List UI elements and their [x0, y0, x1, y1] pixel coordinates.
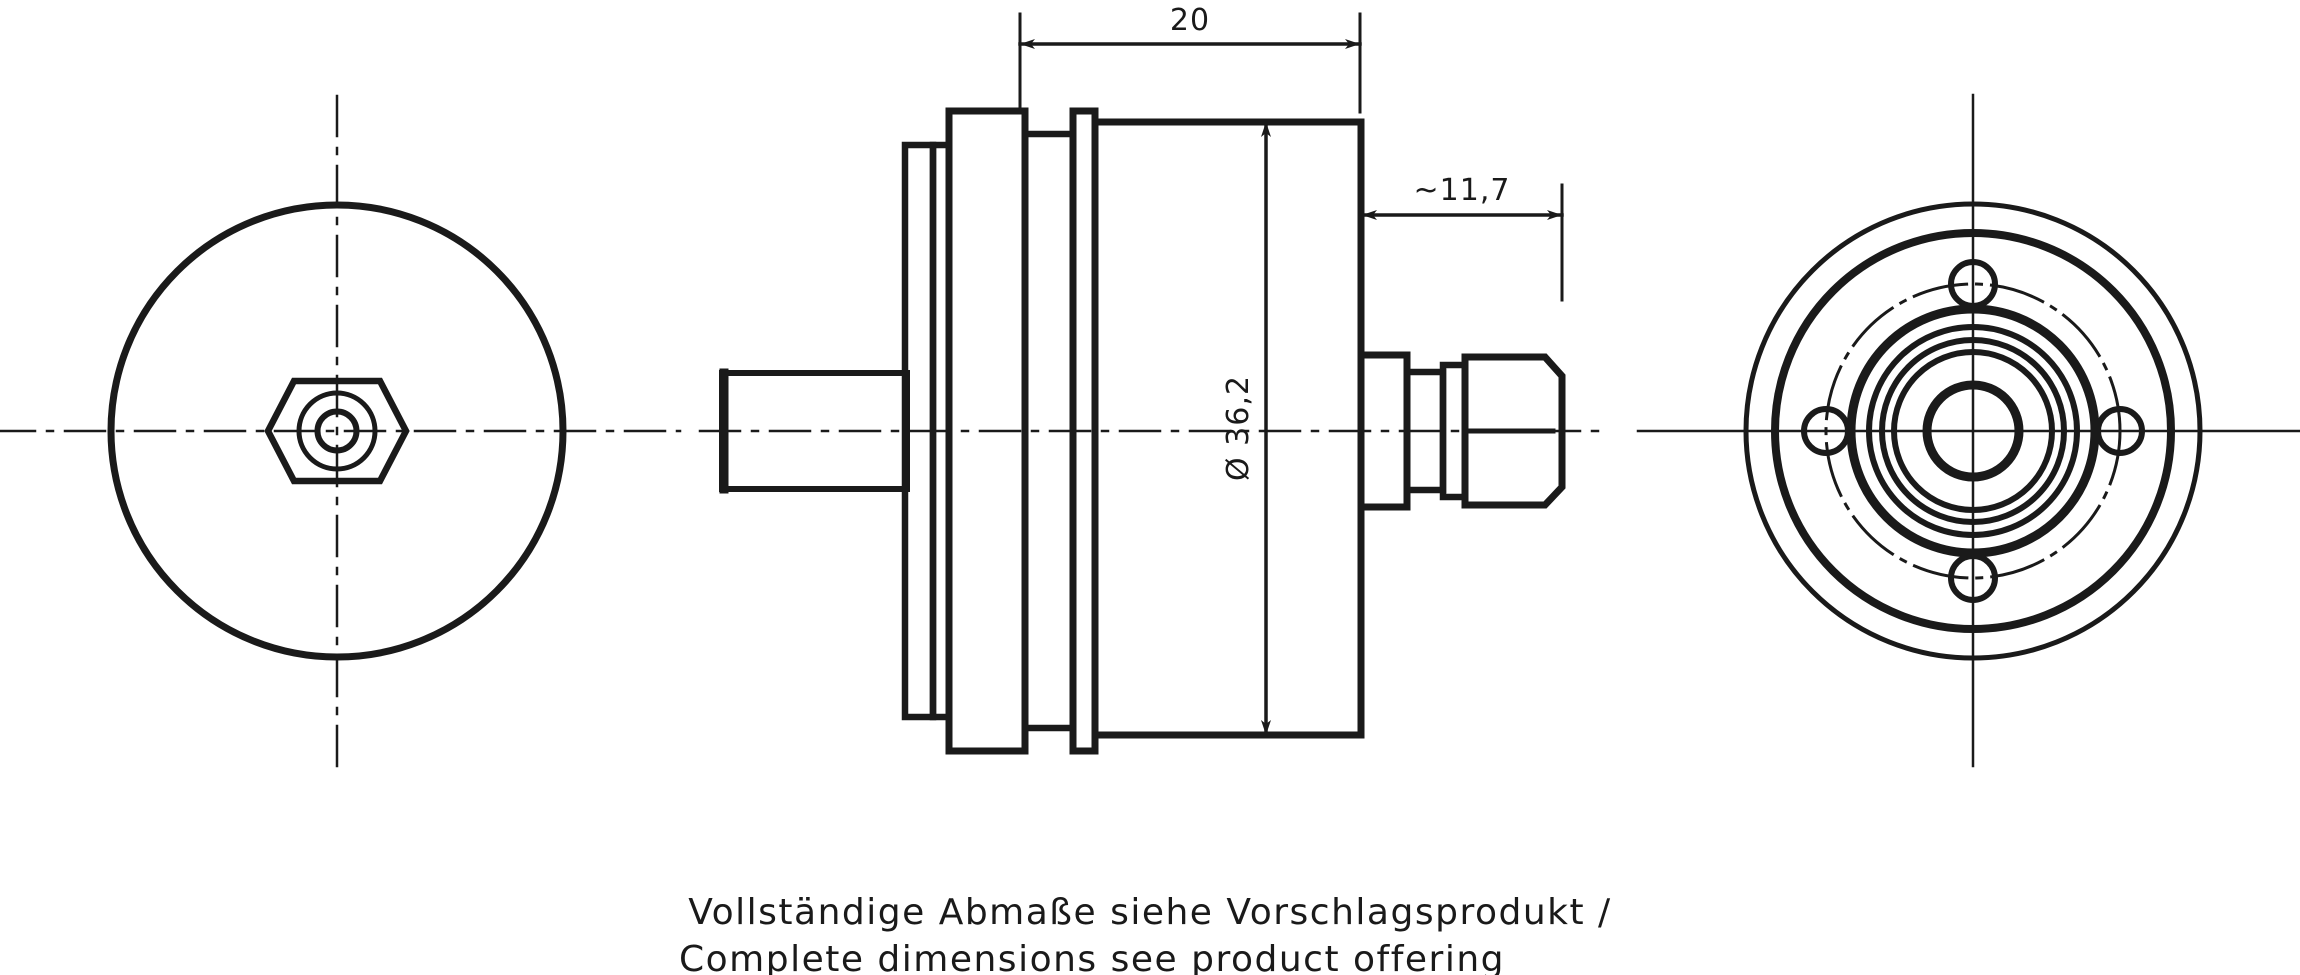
right-rear-view [1636, 93, 2300, 768]
left-front-view [0, 94, 682, 768]
boss-ring-2 [1866, 324, 2080, 538]
left-view-outer-circle [107, 201, 567, 661]
caption-line-english: Complete dimensions see product offering [679, 939, 1505, 975]
dimension-label-connector: ~11,7 [1414, 173, 1511, 208]
dimension-body-length [1018, 12, 1362, 114]
boss-ring-outer [1846, 304, 2100, 558]
bolt-circle-construction [1824, 282, 2122, 580]
boss-ring-4 [1891, 349, 2055, 513]
connector-cap [1461, 353, 1566, 509]
dimension-label-diameter: Ø 36,2 [1221, 375, 1256, 481]
caption-line-german: Vollständige Abmaße siehe Vorschlagsprod… [688, 892, 1611, 933]
dimension-connector-length [1360, 118, 1564, 302]
flange-inner-circle [1771, 229, 2175, 633]
shaft-bore-circle [314, 408, 360, 454]
dimension-label-length: 20 [1170, 3, 1210, 38]
boss-ring-3 [1879, 337, 2067, 525]
flange-outer-circle [1743, 201, 2203, 661]
middle-side-view [698, 107, 1602, 755]
center-bore-ring [1922, 380, 2024, 482]
hex-nut-outline [264, 377, 410, 485]
hex-nut-inscribed-circle [296, 390, 378, 472]
